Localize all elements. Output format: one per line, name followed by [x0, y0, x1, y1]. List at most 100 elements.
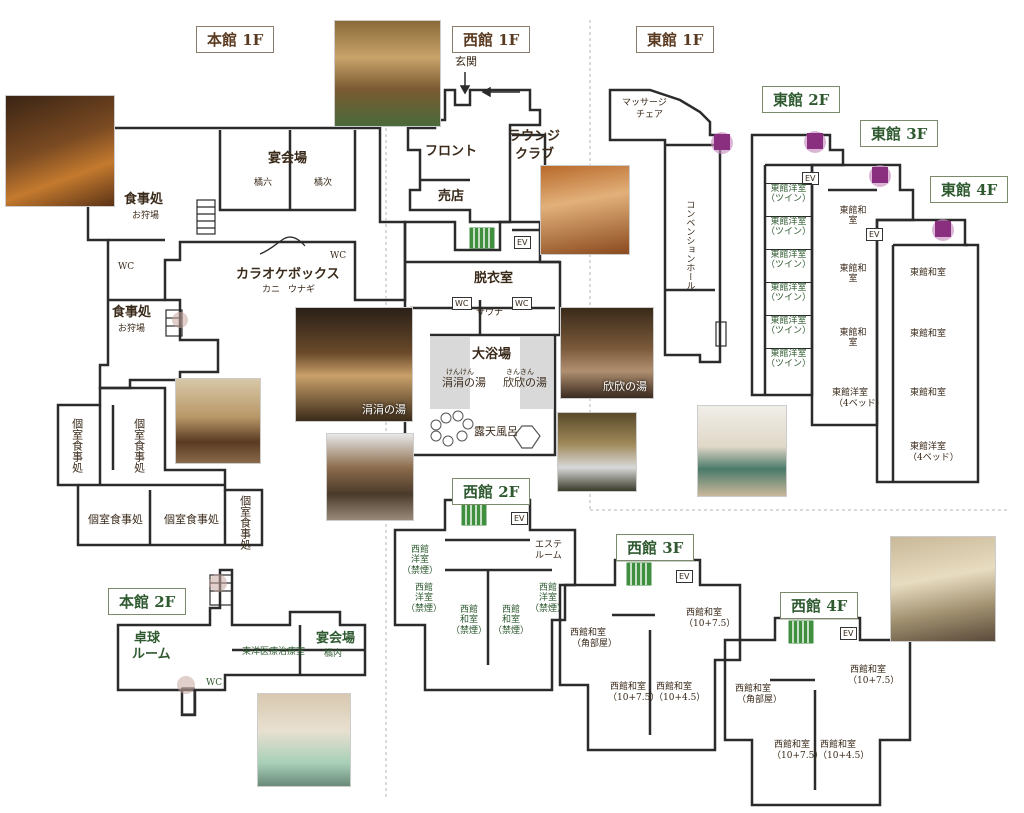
- s2f-yo1-a: 西館: [411, 545, 430, 555]
- private-dining-4: 個室食事処: [164, 513, 219, 526]
- banquet-tachibana-ji: 橘次: [314, 178, 333, 188]
- banquet-tachibana-roku: 橘六: [254, 178, 273, 188]
- ev-toukan-3f: EV: [866, 228, 883, 241]
- seikan-4f-kado: （角部屋）: [737, 695, 783, 705]
- toukan-3f-wa-3: 東館和室: [839, 328, 867, 349]
- toukan-2f-room: 東館洋室（ツイン）: [765, 249, 812, 282]
- label-seikan-1f: 西館 1F: [452, 26, 531, 53]
- s2f-yo3-c: （禁煙）: [530, 603, 567, 614]
- toukan-2f-room-sub: （ツイン）: [765, 260, 811, 271]
- photo-open-air-bath: [557, 412, 637, 492]
- seikan-3f-wa-a-sub: （10+7.5）: [608, 693, 660, 703]
- seikan-2f-yo-1: 西館洋室（禁煙）: [402, 545, 438, 576]
- banquet-hall-2f: 宴会場: [316, 631, 356, 646]
- s2f-wa1-b: 和室: [460, 615, 479, 626]
- seikan-4f-wa-b-sub: （10+4.5）: [818, 751, 870, 761]
- toukan-2f-room: 東館洋室（ツイン）: [765, 315, 812, 348]
- toukan-2f-room-sub: （ツイン）: [765, 359, 811, 370]
- toukan-2f-room-label: 東館洋室: [770, 184, 807, 194]
- photo-western-room: [697, 405, 787, 497]
- label-honkan-2f: 本館 2F: [108, 588, 187, 615]
- s2f-wa1-a: 西館: [460, 605, 479, 615]
- dressing-room: 脱衣室: [474, 271, 514, 286]
- seikan-3f-wa-corner: 西館和室: [570, 628, 607, 638]
- wc-bath-left: WC: [452, 297, 472, 310]
- seikan-4f-wa-a-sub: （10+7.5）: [772, 751, 824, 761]
- bath-right-caption: 欣欣の湯: [603, 380, 647, 393]
- karaoke-kani: カニ: [262, 285, 281, 295]
- ev-toukan-2f: EV: [802, 172, 819, 185]
- seikan-4f-wa-right: 西館和室: [850, 665, 887, 675]
- s2f-yo1-b: 洋室: [411, 555, 430, 566]
- label-toukan-3f: 東館 3F: [860, 120, 939, 147]
- s2f-yo1-c: （禁煙）: [402, 565, 439, 576]
- toukan-4f-wa-2: 東館和室: [910, 329, 947, 339]
- photo-lounge: [540, 165, 630, 255]
- toukan-2f-room: 東館洋室（ツイン）: [765, 183, 812, 216]
- toukan-4f-wa-1: 東館和室: [910, 268, 947, 278]
- label-seikan-3f: 西館 3F: [616, 534, 695, 561]
- toukan-2f-room-sub: （ツイン）: [765, 194, 811, 205]
- toukan-2f-room-sub: （ツイン）: [765, 227, 811, 238]
- toukan-2f-room-sub: （ツイン）: [765, 326, 811, 337]
- table-tennis-room-2: ルーム: [132, 647, 171, 662]
- bath-right-ruby: きんきん: [506, 368, 534, 376]
- photo-bath-right: 欣欣の湯: [560, 307, 654, 399]
- private-dining-1: 個室食事処: [70, 418, 84, 473]
- s2f-yo3-b: 洋室: [539, 593, 558, 604]
- label-honkan-1f: 本館 1F: [196, 26, 275, 53]
- toukan-3f-yo-sub: （4ベッド）: [834, 399, 885, 409]
- entrance: 玄関: [455, 55, 477, 68]
- wc-bath-right: WC: [512, 297, 532, 310]
- seikan-4f-wa-right-sub: （10+7.5）: [848, 676, 900, 686]
- seikan-4f-wa-a: 西館和室: [774, 740, 811, 750]
- karaoke-unagi: ウナギ: [288, 285, 316, 295]
- seikan-2f-yo-3: 西館洋室（禁煙）: [530, 583, 566, 614]
- toukan-3f-wa-2: 東館和室: [839, 264, 867, 285]
- s2f-yo2-a: 西館: [415, 583, 434, 593]
- oriental-medicine-room: 東洋医療治療室: [242, 647, 306, 657]
- seikan-3f-wa-right-sub: （10+7.5）: [684, 619, 736, 629]
- bath-kinkin: 欣欣の湯: [503, 376, 547, 389]
- esthe-room: エステ: [535, 540, 563, 550]
- seikan-3f-wa-b: 西館和室: [656, 682, 693, 692]
- bath-left-ruby: けんけん: [446, 368, 474, 376]
- s2f-yo3-a: 西館: [539, 583, 558, 593]
- dining-okariba-1: 食事処: [124, 192, 164, 207]
- label-seikan-2f: 西館 2F: [452, 478, 531, 505]
- dining-okariba-2: 食事処: [112, 305, 152, 320]
- ev-seikan-4f: EV: [840, 627, 857, 640]
- toukan-2f-room: 東館洋室（ツイン）: [765, 348, 812, 381]
- seikan-4f-wa-corner: 西館和室: [735, 684, 772, 694]
- seikan-3f-wa-a: 西館和室: [610, 682, 647, 692]
- ev-seikan-2f: EV: [511, 512, 528, 525]
- toukan-2f-room-label: 東館洋室: [770, 316, 807, 326]
- private-dining-5: 個室食事処: [238, 495, 252, 550]
- toukan-2f-room-label: 東館洋室: [770, 349, 807, 359]
- s2f-wa2-a: 西館: [502, 605, 521, 615]
- banquet-hall-2f-sub: 橘内: [324, 649, 343, 659]
- toukan-2f-room: 東館洋室（ツイン）: [765, 216, 812, 249]
- lounge: ラウンジ: [508, 129, 561, 144]
- s2f-wa2-c: （禁煙）: [493, 625, 530, 636]
- ev-seikan-1f: EV: [514, 236, 531, 249]
- photo-irori-room: [5, 95, 115, 207]
- s2f-yo2-c: （禁煙）: [406, 603, 443, 614]
- seikan-2f-wa-1: 西館和室（禁煙）: [451, 605, 487, 636]
- toukan-4f-yo: 東館洋室: [910, 442, 947, 452]
- seikan-3f-kado: （角部屋）: [572, 639, 618, 649]
- private-dining-2: 個室食事処: [132, 418, 146, 473]
- label-toukan-2f: 東館 2F: [762, 86, 841, 113]
- toukan-2f-room: 東館洋室（ツイン）: [765, 282, 812, 315]
- s2f-yo2-b: 洋室: [415, 593, 434, 604]
- toukan-2f-room-label: 東館洋室: [770, 283, 807, 293]
- bath-kenken: 涓涓の湯: [442, 376, 486, 389]
- toukan-4f-yo-sub: （4ベッド）: [908, 453, 959, 463]
- private-dining-3: 個室食事処: [88, 513, 143, 526]
- s2f-wa2-b: 和室: [502, 615, 521, 626]
- table-tennis-room: 卓球: [134, 631, 161, 646]
- sauna: サウナ: [476, 308, 504, 318]
- seikan-3f-wa-right: 西館和室: [686, 608, 723, 618]
- massage-chair: マッサージ: [622, 98, 667, 108]
